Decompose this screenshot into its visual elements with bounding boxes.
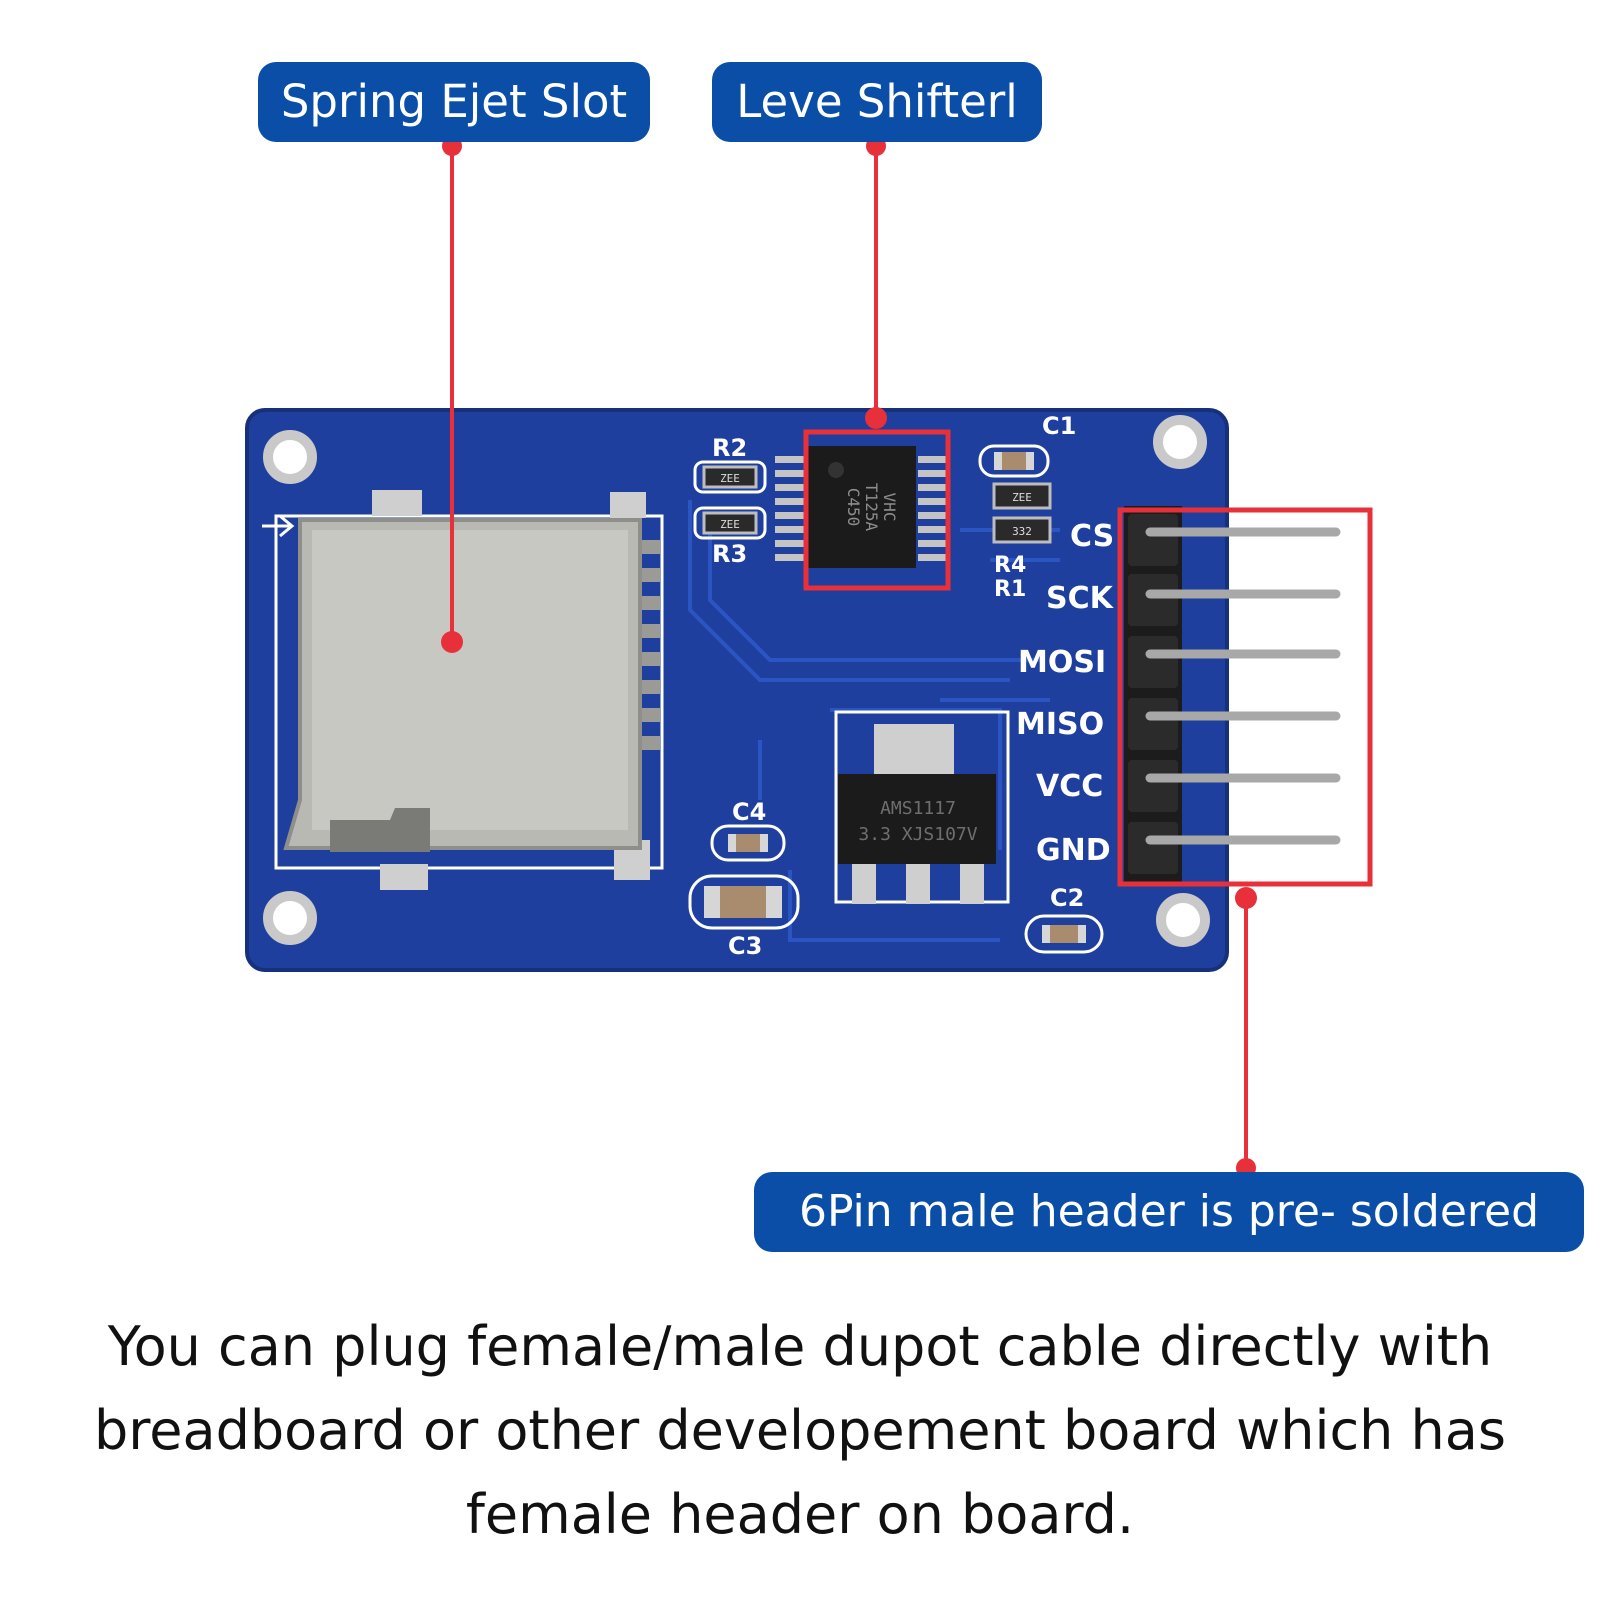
mounting-hole <box>1153 415 1207 469</box>
callout-pointers <box>450 146 1248 1168</box>
capacitor-c2 <box>1024 914 1104 954</box>
microsd-slot <box>262 490 664 890</box>
resistor-r1: 332 <box>992 516 1052 544</box>
svg-text:ZEE: ZEE <box>720 518 740 531</box>
callout-level-shifter: Leve Shifterl <box>712 62 1042 142</box>
svg-text:332: 332 <box>1012 525 1032 538</box>
level-shifter-ic: VHC T125A C450 <box>775 446 948 568</box>
pin-label-cs: CS <box>1070 519 1114 554</box>
pin-labels: CS SCK MOSI MISO VCC GND <box>1016 519 1115 868</box>
label-c4: C4 <box>732 798 766 826</box>
resistor-r2: ZEE <box>693 460 767 494</box>
voltage-regulator: AMS1117 3.3 XJS107V <box>834 710 1010 904</box>
caption-line: You can plug female/male dupot cable dir… <box>107 1315 1493 1378</box>
callout-spring-eject-slot: Spring Ejet Slot <box>258 62 650 142</box>
pin-label-sck: SCK <box>1046 581 1115 616</box>
pin-label-gnd: GND <box>1036 833 1111 868</box>
pin-label-miso: MISO <box>1016 707 1104 742</box>
pin-header-highlight <box>1117 507 1373 887</box>
label-r4: R4 <box>994 553 1026 578</box>
label-r3: R3 <box>712 540 747 568</box>
callout-pin-header: 6Pin male header is pre- soldered <box>754 1172 1584 1252</box>
level-shifter-highlight <box>803 429 951 591</box>
mounting-hole <box>263 430 317 484</box>
label-c1: C1 <box>1042 412 1076 440</box>
pin-label-vcc: VCC <box>1036 769 1103 804</box>
caption-line: female header on board. <box>465 1483 1135 1546</box>
svg-text:3.3 XJS107V: 3.3 XJS107V <box>858 824 977 845</box>
caption-line: breadboard or other developement board w… <box>93 1399 1507 1462</box>
svg-text:C450: C450 <box>844 488 863 527</box>
capacitor-c4 <box>710 824 786 862</box>
svg-text:VHC: VHC <box>880 493 899 522</box>
svg-text:AMS1117: AMS1117 <box>880 798 956 819</box>
resistor-r3: ZEE <box>693 506 767 540</box>
pin-header <box>1124 506 1341 882</box>
mounting-hole <box>1156 893 1210 947</box>
pointer-dot <box>865 407 887 429</box>
pointer-dot <box>441 631 463 653</box>
resistor-r4: ZEE <box>992 482 1052 510</box>
mounting-hole <box>263 891 317 945</box>
svg-text:T125A: T125A <box>862 483 881 532</box>
label-c3: C3 <box>728 932 762 960</box>
pin-label-mosi: MOSI <box>1018 645 1106 680</box>
svg-text:ZEE: ZEE <box>1012 491 1032 504</box>
pointer-dot <box>1235 887 1257 909</box>
pcb-traces <box>688 500 1060 942</box>
capacitor-c3 <box>688 874 800 930</box>
label-r1: R1 <box>994 577 1026 602</box>
label-c2: C2 <box>1050 884 1084 912</box>
label-r2: R2 <box>712 434 747 462</box>
svg-text:ZEE: ZEE <box>720 472 740 485</box>
capacitor-c1 <box>978 444 1050 478</box>
caption: You can plug female/male dupot cable dir… <box>60 1305 1540 1557</box>
mounting-holes <box>263 415 1210 947</box>
